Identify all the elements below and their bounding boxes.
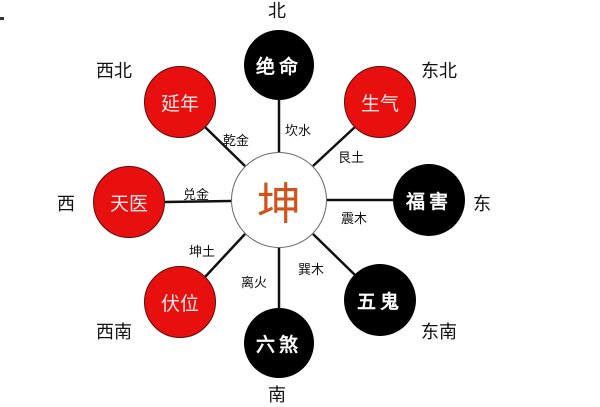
node-north-jueming: 绝命: [244, 30, 314, 100]
node-southeast-wugui: 五鬼: [344, 264, 416, 336]
node-northwest-yannian: 延年: [144, 66, 216, 138]
direction-east: 东: [473, 194, 491, 215]
node-label: 绝命: [255, 55, 302, 78]
node-east-fuhai: 福害: [393, 164, 465, 236]
node-label: 生气: [360, 92, 399, 115]
direction-north: 北: [268, 1, 286, 22]
trigram-label-north: 坎水: [285, 124, 312, 139]
direction-west: 西: [57, 194, 75, 215]
trigram-label-west: 兑金: [183, 188, 210, 203]
trigram-label-northwest: 乾金: [223, 134, 250, 149]
trigram-label-south: 离火: [241, 276, 268, 291]
direction-south: 南: [268, 385, 286, 406]
node-southwest-fuwei: 伏位: [144, 266, 216, 338]
trigram-label-southwest: 坤土: [189, 245, 216, 260]
node-label: 延年: [160, 92, 199, 115]
node-label: 六煞: [255, 333, 302, 356]
trigram-label-northeast: 艮土: [338, 151, 365, 166]
center-trigram-kun: 坤: [231, 152, 327, 248]
node-label: 伏位: [160, 292, 199, 315]
direction-southeast: 东南: [421, 322, 457, 343]
direction-northwest: 西北: [96, 61, 132, 82]
center-label: 坤: [257, 179, 301, 230]
node-label: 天医: [109, 192, 148, 215]
direction-southwest: 西南: [96, 322, 132, 343]
node-northeast-shengqi: 生气: [344, 66, 416, 138]
edge-mark: [0, 17, 4, 20]
trigram-label-southeast: 巽木: [298, 263, 325, 278]
trigram-label-east: 震木: [341, 212, 368, 227]
node-label: 福害: [405, 190, 452, 213]
node-label: 五鬼: [356, 290, 403, 313]
node-west-tianyi: 天医: [93, 166, 165, 238]
node-south-liusha: 六煞: [244, 308, 314, 378]
direction-northeast: 东北: [421, 61, 457, 82]
